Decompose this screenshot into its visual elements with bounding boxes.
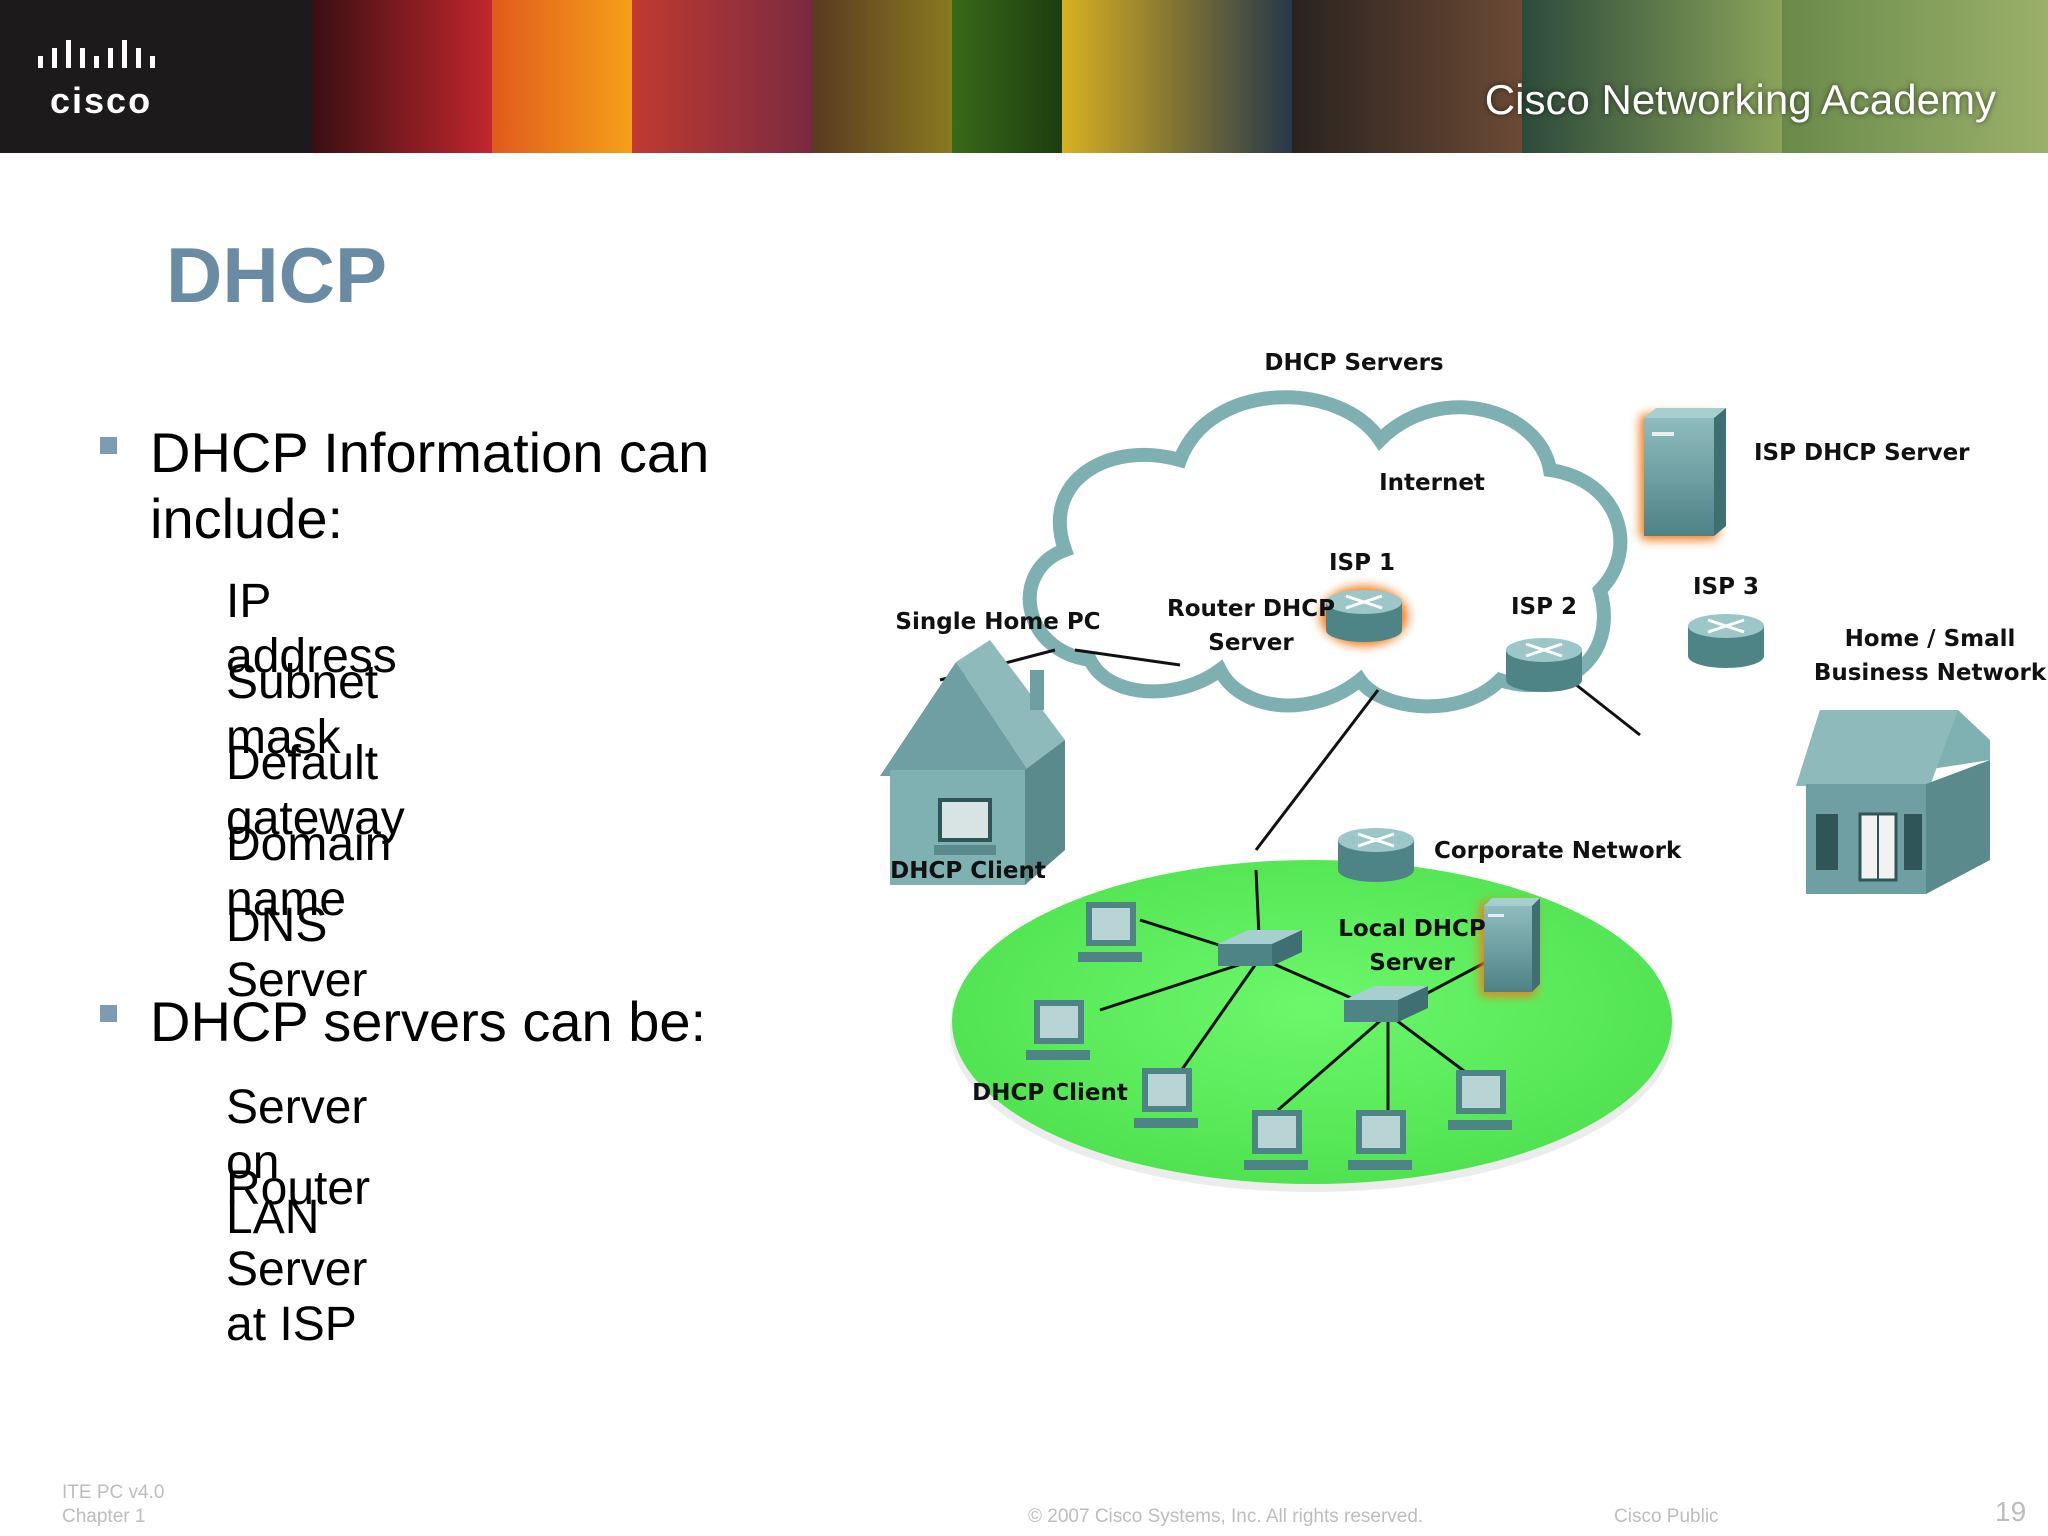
label-dhcp-client-lan: DHCP Client xyxy=(972,1080,1128,1106)
label-isp3: ISP 3 xyxy=(1693,574,1759,600)
footer-classification: Cisco Public xyxy=(1614,1506,1719,1527)
list-item: Server on LAN xyxy=(226,1081,368,1244)
pc-icon xyxy=(1134,1068,1198,1128)
pc-icon xyxy=(1448,1070,1512,1130)
label-internet: Internet xyxy=(1379,470,1485,496)
label-dhcp-servers: DHCP Servers xyxy=(1264,350,1443,376)
label-isp-dhcp-server: ISP DHCP Server xyxy=(1754,440,1970,466)
footer-copyright: © 2007 Cisco Systems, Inc. All rights re… xyxy=(1028,1506,1424,1527)
header-banner: cisco Cisco Networking Academy xyxy=(0,0,2048,153)
house-icon xyxy=(1796,710,1990,894)
label-single-home-pc: Single Home PC xyxy=(895,609,1100,635)
bullet-marker xyxy=(100,1005,117,1022)
pc-icon xyxy=(1078,902,1142,962)
pc-icon xyxy=(1348,1110,1412,1170)
list-item: Subnet mask xyxy=(226,656,379,764)
banner-photo-strip xyxy=(1062,0,1292,153)
list-item: Server at ISP xyxy=(226,1243,368,1351)
label-router-dhcp-server: Server xyxy=(1208,630,1294,656)
list-item: Default gateway xyxy=(226,737,405,845)
list-item: Router xyxy=(226,1162,371,1215)
switch-icon xyxy=(1344,986,1428,1022)
banner-photo-strip xyxy=(492,0,632,153)
internet-cloud xyxy=(1022,390,1628,714)
banner-photo-strip xyxy=(1292,0,1522,153)
academy-title: Cisco Networking Academy xyxy=(1484,76,1996,123)
label-isp2: ISP 2 xyxy=(1511,594,1577,620)
local-dhcp-server-icon xyxy=(1480,898,1540,996)
banner-photo-strip xyxy=(632,0,812,153)
router-icon xyxy=(1688,614,1764,668)
label-router-dhcp: Router DHCP xyxy=(1167,596,1335,622)
banner-photo-strip xyxy=(952,0,1062,153)
pc-icon xyxy=(1026,1000,1090,1060)
label-corporate-network: Corporate Network xyxy=(1434,838,1682,864)
footer-chapter: Chapter 1 xyxy=(62,1506,146,1527)
label-home-small: Home / Small xyxy=(1845,626,2016,652)
pc-icon xyxy=(1244,1110,1308,1170)
bullet-heading: DHCP servers can be: xyxy=(150,990,707,1053)
router-icon xyxy=(1320,586,1408,646)
house-icon xyxy=(880,640,1065,885)
cisco-wordmark: cisco xyxy=(50,80,153,121)
router-icon xyxy=(1338,828,1414,882)
bullet-marker xyxy=(100,437,117,454)
label-local-dhcp-server: Server xyxy=(1369,950,1455,976)
banner-photo-strip xyxy=(1522,0,1782,153)
label-business-network: Business Network xyxy=(1814,660,2047,686)
list-item: Domain name xyxy=(226,818,392,926)
cisco-logo: cisco xyxy=(0,0,312,153)
cisco-bars-icon xyxy=(38,40,155,68)
list-item: DNS Server xyxy=(226,899,368,1007)
page-number: 19 xyxy=(1995,1496,2027,1527)
label-dhcp-client-home: DHCP Client xyxy=(890,858,1046,884)
network-diagram: DHCP Servers Internet ISP DHCP Server IS… xyxy=(880,350,2047,1192)
label-isp1: ISP 1 xyxy=(1329,550,1395,576)
bullet-heading: DHCP Information can include: xyxy=(150,421,710,550)
page-title: DHCP xyxy=(166,231,388,319)
banner-photo-strip xyxy=(312,0,492,153)
router-icon xyxy=(1506,638,1582,692)
footer-course: ITE PC v4.0 xyxy=(62,1482,165,1503)
banner-photo-strip xyxy=(1782,0,2048,153)
banner-photo-strip xyxy=(812,0,952,153)
isp-dhcp-server-icon xyxy=(1640,408,1726,540)
switch-icon xyxy=(1218,930,1302,966)
list-item: IP address xyxy=(226,575,397,683)
label-local-dhcp: Local DHCP xyxy=(1338,916,1486,942)
